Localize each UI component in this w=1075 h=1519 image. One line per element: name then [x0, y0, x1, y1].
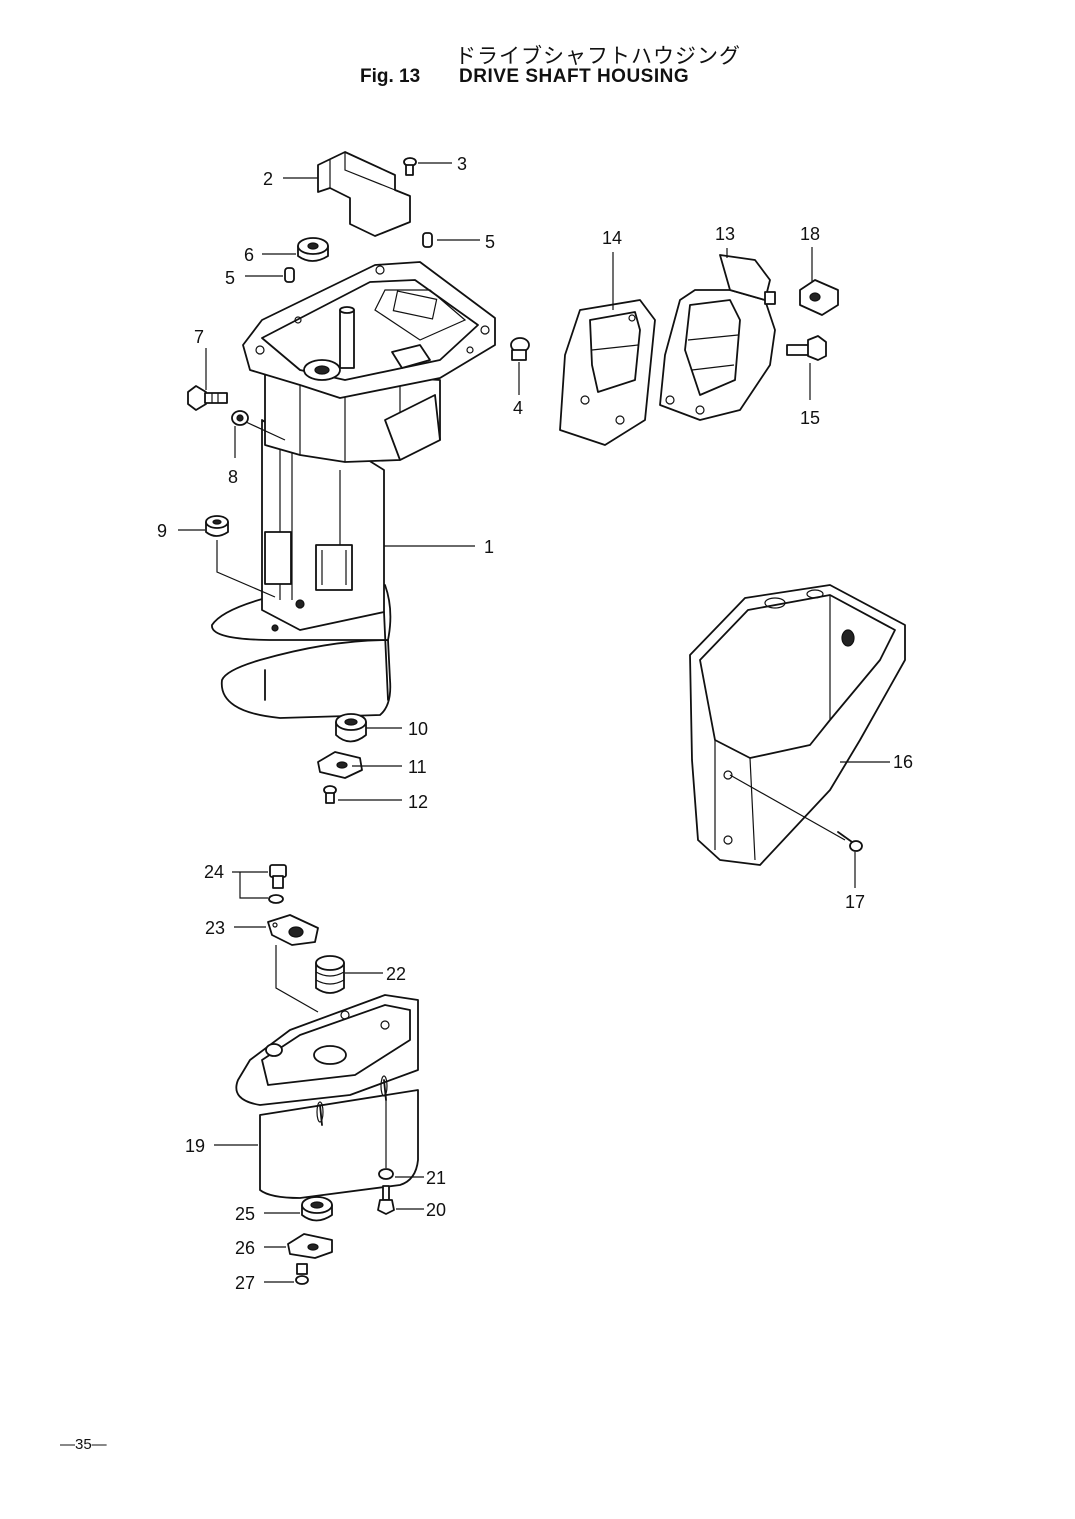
callout-25: 25: [235, 1204, 255, 1224]
part-8-washer: [231, 410, 249, 426]
callout-5-lower: 5: [225, 268, 235, 288]
part-1-drive-shaft-housing: [211, 261, 496, 719]
callout-22: 22: [386, 964, 406, 984]
callout-2: 2: [263, 169, 273, 189]
part-24-bolt-washer: [268, 864, 287, 904]
part-22-grommet: [315, 955, 345, 994]
callout-14: 14: [602, 228, 622, 248]
callout-4: 4: [513, 398, 523, 418]
part-14-gasket: [559, 299, 656, 446]
part-10-rubber-mount: [335, 713, 367, 743]
part-4-bolt: [510, 337, 530, 361]
part-26-plate: [287, 1233, 333, 1259]
figure-title: DRIVE SHAFT HOUSING: [459, 66, 690, 87]
part-27-bolt: [295, 1263, 309, 1285]
part-7-bolt: [187, 385, 228, 411]
callout-13: 13: [715, 224, 735, 244]
part-2-bracket: [317, 151, 411, 237]
callout-26: 26: [235, 1238, 255, 1258]
part-21-washer: [378, 1168, 394, 1180]
callout-1: 1: [484, 537, 494, 557]
figure-number: Fig. 13: [360, 66, 421, 87]
callout-19: 19: [185, 1136, 205, 1156]
callout-21: 21: [426, 1168, 446, 1188]
callout-labels: 1 2 3 4 5 5 6 7 8 9 10 11 12 13 14 15 16…: [157, 154, 913, 1293]
part-11-plate: [317, 751, 363, 779]
part-23-gasket: [267, 914, 319, 946]
callout-18: 18: [800, 224, 820, 244]
callout-12: 12: [408, 792, 428, 812]
callout-17: 17: [845, 892, 865, 912]
part-3-screw: [403, 157, 417, 176]
callout-20: 20: [426, 1200, 446, 1220]
part-13-exhaust-manifold: [659, 254, 776, 421]
part-15-bolt: [786, 335, 827, 361]
part-5-dowel-upper: [422, 232, 433, 248]
callout-27: 27: [235, 1273, 255, 1293]
callout-5-upper: 5: [485, 232, 495, 252]
leader-lines: [178, 162, 890, 1283]
part-17-screw: [837, 831, 863, 852]
part-12-bolt: [323, 785, 337, 804]
callout-7: 7: [194, 327, 204, 347]
callout-23: 23: [205, 918, 225, 938]
callout-6: 6: [244, 245, 254, 265]
part-18-nut: [799, 279, 839, 316]
callout-24: 24: [204, 862, 224, 882]
callout-15: 15: [800, 408, 820, 428]
part-6-bushing: [297, 237, 329, 262]
part-16-lower-cover: [689, 584, 906, 866]
part-19-extension-housing: [235, 994, 419, 1199]
callout-9: 9: [157, 521, 167, 541]
page-number: —35—: [60, 1436, 107, 1453]
title-japanese: ドライブシャフトハウジング: [455, 45, 741, 68]
part-20-bolt: [377, 1185, 395, 1215]
callout-16: 16: [893, 752, 913, 772]
callout-3: 3: [457, 154, 467, 174]
part-25-rubber-mount: [301, 1196, 333, 1222]
callout-8: 8: [228, 467, 238, 487]
callout-10: 10: [408, 719, 428, 739]
callout-11: 11: [408, 757, 427, 777]
part-5-dowel-lower: [284, 267, 295, 283]
part-9-plug: [205, 515, 229, 537]
